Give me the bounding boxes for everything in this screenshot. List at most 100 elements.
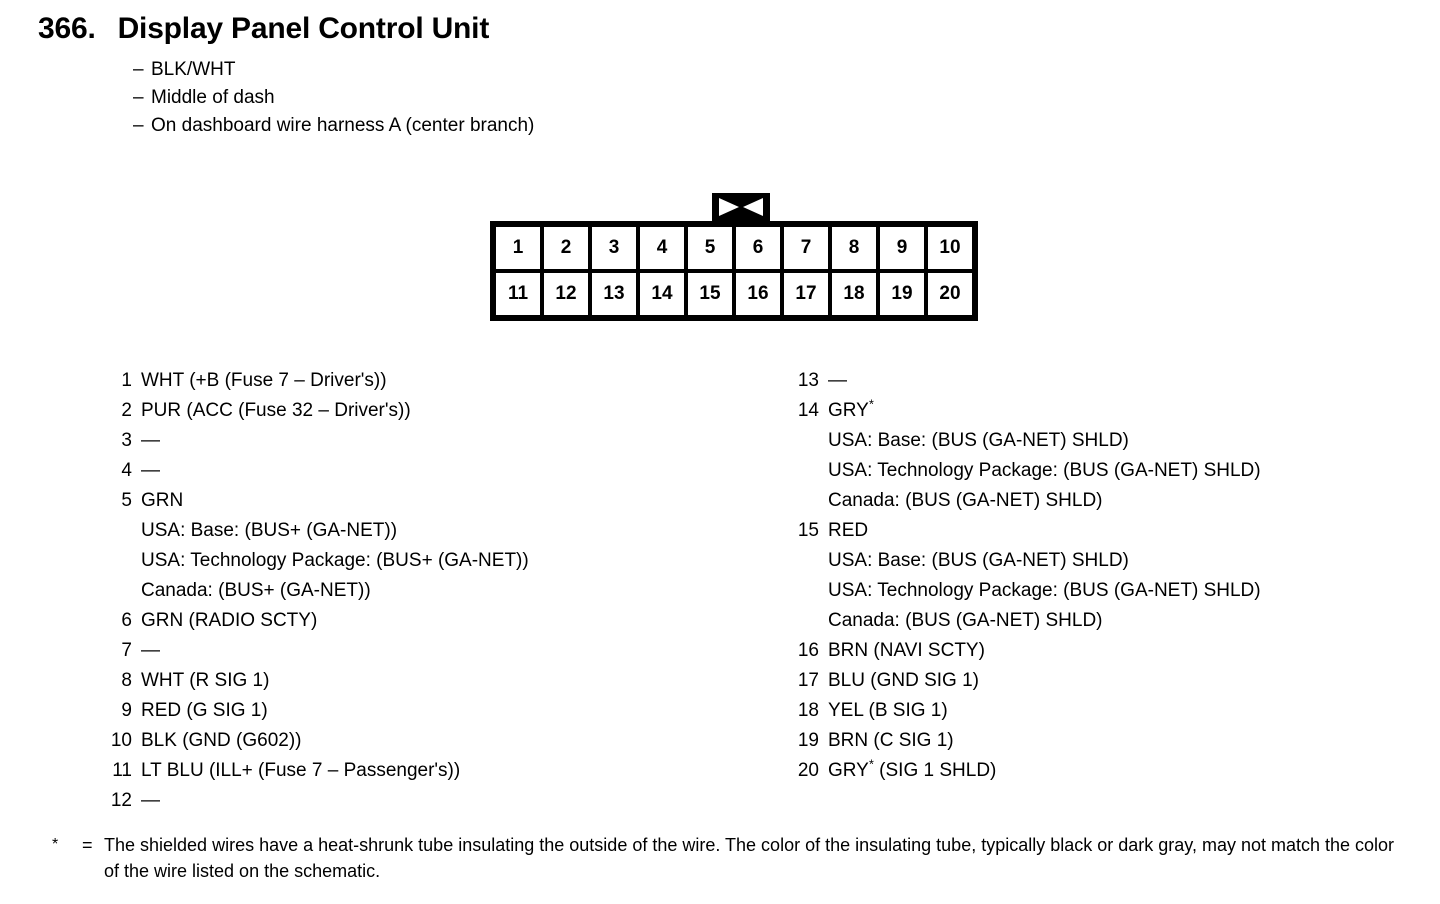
page-title: 366. Display Panel Control Unit [38, 12, 534, 46]
subtitle-item: –On dashboard wire harness A (center bra… [133, 112, 534, 140]
pin-entry-3: 3— [106, 426, 746, 456]
pin-wire-label: RED (G SIG 1) [141, 696, 746, 726]
pin-description: WHT (R SIG 1) [141, 666, 746, 696]
pin-number: 20 [797, 760, 819, 781]
pin-wire-color: — [141, 640, 160, 661]
pin-wire-color: GRY [828, 760, 869, 781]
pin-number: 12 [110, 790, 132, 811]
pin-description: BRN (NAVI SCTY) [828, 636, 1413, 666]
page-header: 366. Display Panel Control Unit –BLK/WHT… [38, 12, 534, 140]
pin-number: 14 [797, 400, 819, 421]
shielded-wire-asterisk: * [868, 396, 874, 412]
connector-pin-4: 4 [640, 227, 684, 269]
pin-description: YEL (B SIG 1) [828, 696, 1413, 726]
pin-number: 16 [797, 640, 819, 661]
connector-pin-7: 7 [784, 227, 828, 269]
pin-number: 3 [121, 430, 132, 451]
pin-signal-suffix: (SIG 1 SHLD) [873, 760, 997, 781]
pin-description: RED (G SIG 1) [141, 696, 746, 726]
pin-variant-line: USA: Technology Package: (BUS (GA-NET) S… [828, 460, 1261, 481]
page-title-number: 366. [38, 12, 96, 45]
connector-pin-13: 13 [592, 273, 636, 315]
subtitle-text: Middle of dash [151, 87, 275, 108]
pin-wire-label: — [141, 426, 746, 456]
pin-entry-13: 13— [793, 366, 1413, 396]
connector-pin-5: 5 [688, 227, 732, 269]
footnote-text: The shielded wires have a heat-shrunk tu… [104, 835, 1395, 881]
pin-entry-20: 20 GRY* (SIG 1 SHLD) [793, 756, 1413, 786]
pin-wire-label: BLU (GND SIG 1) [828, 666, 1413, 696]
pin-wire-color: BRN (NAVI SCTY) [828, 640, 985, 661]
pin-wire-color: WHT (+B (Fuse 7 – Driver's)) [141, 370, 387, 391]
bowtie-latch-icon [712, 193, 770, 221]
subtitle-text: On dashboard wire harness A (center bran… [151, 115, 535, 136]
pin-wire-label: BRN (NAVI SCTY) [828, 636, 1413, 666]
pin-entry-4: 4— [106, 456, 746, 486]
pin-wire-label: WHT (+B (Fuse 7 – Driver's)) [141, 366, 746, 396]
footnote-asterisk: * [52, 836, 59, 853]
pin-wire-label: RED [828, 516, 1413, 546]
subtitle-dash: – [133, 59, 144, 80]
pin-wire-label: GRY* [828, 396, 1413, 426]
pin-number: 18 [797, 700, 819, 721]
pin-number: 9 [121, 700, 132, 721]
pin-wire-color: — [141, 430, 160, 451]
subtitle-text: BLK/WHT [151, 59, 236, 80]
pin-description: — [141, 456, 746, 486]
pin-entry-16: 16 BRN (NAVI SCTY) [793, 636, 1413, 666]
pin-number: 4 [121, 460, 132, 481]
connector-pin-17: 17 [784, 273, 828, 315]
pin-description: BLU (GND SIG 1) [828, 666, 1413, 696]
pin-variant-line: USA: Base: (BUS (GA-NET) SHLD) [828, 430, 1129, 451]
pin-wire-color: BLK (GND (G602)) [141, 730, 302, 751]
pin-wire-color: GRN [141, 490, 184, 511]
pin-entry-7: 7— [106, 636, 746, 666]
pin-description: — [141, 426, 746, 456]
pin-description: GRN (RADIO SCTY) [141, 606, 746, 636]
pin-wire-label: BRN (C SIG 1) [828, 726, 1413, 756]
pin-wire-color: BLU (GND SIG 1) [828, 670, 979, 691]
pin-description: — [828, 366, 1413, 396]
pin-wire-label: — [141, 636, 746, 666]
pin-variant-line: Canada: (BUS (GA-NET) SHLD) [828, 490, 1103, 511]
pin-number: 7 [121, 640, 132, 661]
pin-wire-label: GRN (RADIO SCTY) [141, 606, 746, 636]
pin-number: 17 [797, 670, 819, 691]
pin-wire-color: LT BLU (ILL+ (Fuse 7 – Passenger's)) [141, 760, 461, 781]
pin-entry-9: 9 RED (G SIG 1) [106, 696, 746, 726]
pin-wire-label: GRY* (SIG 1 SHLD) [828, 756, 1413, 786]
connector-pin-6: 6 [736, 227, 780, 269]
pin-number: 15 [797, 520, 819, 541]
pin-wire-color: — [141, 790, 160, 811]
pin-number: 11 [112, 760, 132, 781]
pin-description: — [141, 636, 746, 666]
pin-entry-12: 12 — [106, 786, 746, 816]
pin-variant-line: USA: Technology Package: (BUS+ (GA-NET)) [141, 550, 529, 571]
pin-description: BLK (GND (G602)) [141, 726, 746, 756]
pin-wire-color: YEL (B SIG 1) [828, 700, 948, 721]
connector-pin-10: 10 [928, 227, 972, 269]
pin-wire-color: WHT (R SIG 1) [141, 670, 270, 691]
shielded-wire-asterisk: * [868, 756, 874, 772]
pin-wire-color: GRN (RADIO SCTY) [141, 610, 318, 631]
pin-wire-color: PUR (ACC (Fuse 32 – Driver's)) [141, 400, 411, 421]
subtitle-item: –Middle of dash [133, 84, 534, 112]
connector-pin-15: 15 [688, 273, 732, 315]
pin-wire-label: GRN [141, 486, 746, 516]
pin-wire-color: — [828, 370, 847, 391]
pin-variant-line: Canada: (BUS+ (GA-NET)) [141, 580, 371, 601]
pin-wire-color: — [141, 460, 160, 481]
pin-entry-11: 11 LT BLU (ILL+ (Fuse 7 – Passenger's)) [106, 756, 746, 786]
pin-wire-label: BLK (GND (G602)) [141, 726, 746, 756]
